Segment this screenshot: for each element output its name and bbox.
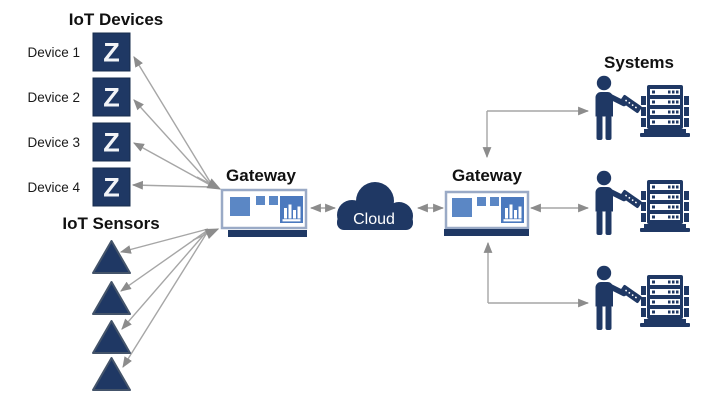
- gateway-module-icon: [452, 198, 472, 217]
- gateway-left: Gateway: [220, 166, 308, 237]
- arrow-sensor3-gateway: [121, 229, 209, 330]
- gateway-port-icon: [490, 197, 499, 206]
- sensor-group: [92, 240, 131, 391]
- device-z-icon: [92, 167, 131, 207]
- gateway-left-label: Gateway: [226, 166, 296, 185]
- system-row-3: [595, 265, 690, 330]
- sensor-triangle-icon: [92, 240, 131, 274]
- arrow-device2-gateway: [133, 99, 213, 187]
- cloud-node: Cloud: [337, 182, 413, 230]
- handheld-scanner-icon: [620, 190, 642, 208]
- device-node-1: Device 1 Z: [27, 32, 131, 72]
- device-label: Device 1: [27, 45, 80, 60]
- gateway-port-icon: [269, 196, 278, 205]
- gateway-base-bar: [444, 229, 529, 236]
- arrow-sensor1-gateway: [119, 228, 209, 254]
- system-row-1: [595, 75, 690, 140]
- operator-person-icon: [595, 265, 642, 330]
- cloud-icon: [337, 182, 413, 230]
- arrow-into-gateway-bottom: [192, 228, 220, 241]
- device-glyph: Z: [103, 128, 120, 158]
- cloud-label: Cloud: [353, 211, 395, 228]
- gateway-base-bar: [228, 230, 307, 237]
- device-glyph: Z: [103, 83, 120, 113]
- sensor-triangle-icon: [92, 357, 131, 391]
- gateway-right: Gateway: [444, 166, 530, 236]
- device-node-3: Device 3 Z: [27, 122, 131, 162]
- device-to-gateway-links: [131, 56, 222, 190]
- bar-chart-icon: [280, 196, 303, 223]
- systems-title: Systems: [604, 53, 674, 72]
- device-z-icon: [92, 32, 131, 72]
- server-rack-icon: [640, 275, 690, 327]
- gateway-right-label: Gateway: [452, 166, 522, 185]
- device-z-icon: [92, 122, 131, 162]
- system-row-2: [595, 170, 690, 235]
- device-z-icon: [92, 77, 131, 117]
- server-rack-icon: [640, 85, 690, 137]
- device-glyph: Z: [103, 173, 120, 203]
- server-rack-icon: [640, 180, 690, 232]
- bar-chart-icon: [501, 197, 524, 223]
- gateway-to-systems-links: [482, 106, 590, 308]
- sensor-triangle-icon: [92, 281, 131, 315]
- arrow-sensor4-gateway: [122, 230, 209, 368]
- iot-sensors-title: IoT Sensors: [62, 214, 159, 233]
- device-label: Device 2: [27, 90, 80, 105]
- sensor-triangle-icon: [92, 320, 131, 354]
- arrow-device4-gateway: [131, 180, 213, 190]
- handheld-scanner-icon: [620, 285, 642, 303]
- device-label: Device 3: [27, 135, 80, 150]
- operator-person-icon: [595, 75, 642, 140]
- iot-devices-title: IoT Devices: [69, 10, 164, 29]
- handheld-scanner-icon: [620, 95, 642, 113]
- gateway-port-icon: [477, 197, 486, 206]
- operator-person-icon: [595, 170, 642, 235]
- device-node-2: Device 2 Z: [27, 77, 131, 117]
- sensor-to-gateway-links: [119, 228, 220, 368]
- device-glyph: Z: [103, 38, 120, 68]
- device-label: Device 4: [27, 180, 80, 195]
- arrow-device1-gateway: [133, 56, 213, 186]
- gateway-module-icon: [230, 197, 250, 216]
- gateway-port-icon: [256, 196, 265, 205]
- arrow-into-gateway-top: [196, 176, 222, 190]
- arrow-device3-gateway: [133, 142, 213, 187]
- device-node-4: Device 4 Z: [27, 167, 131, 207]
